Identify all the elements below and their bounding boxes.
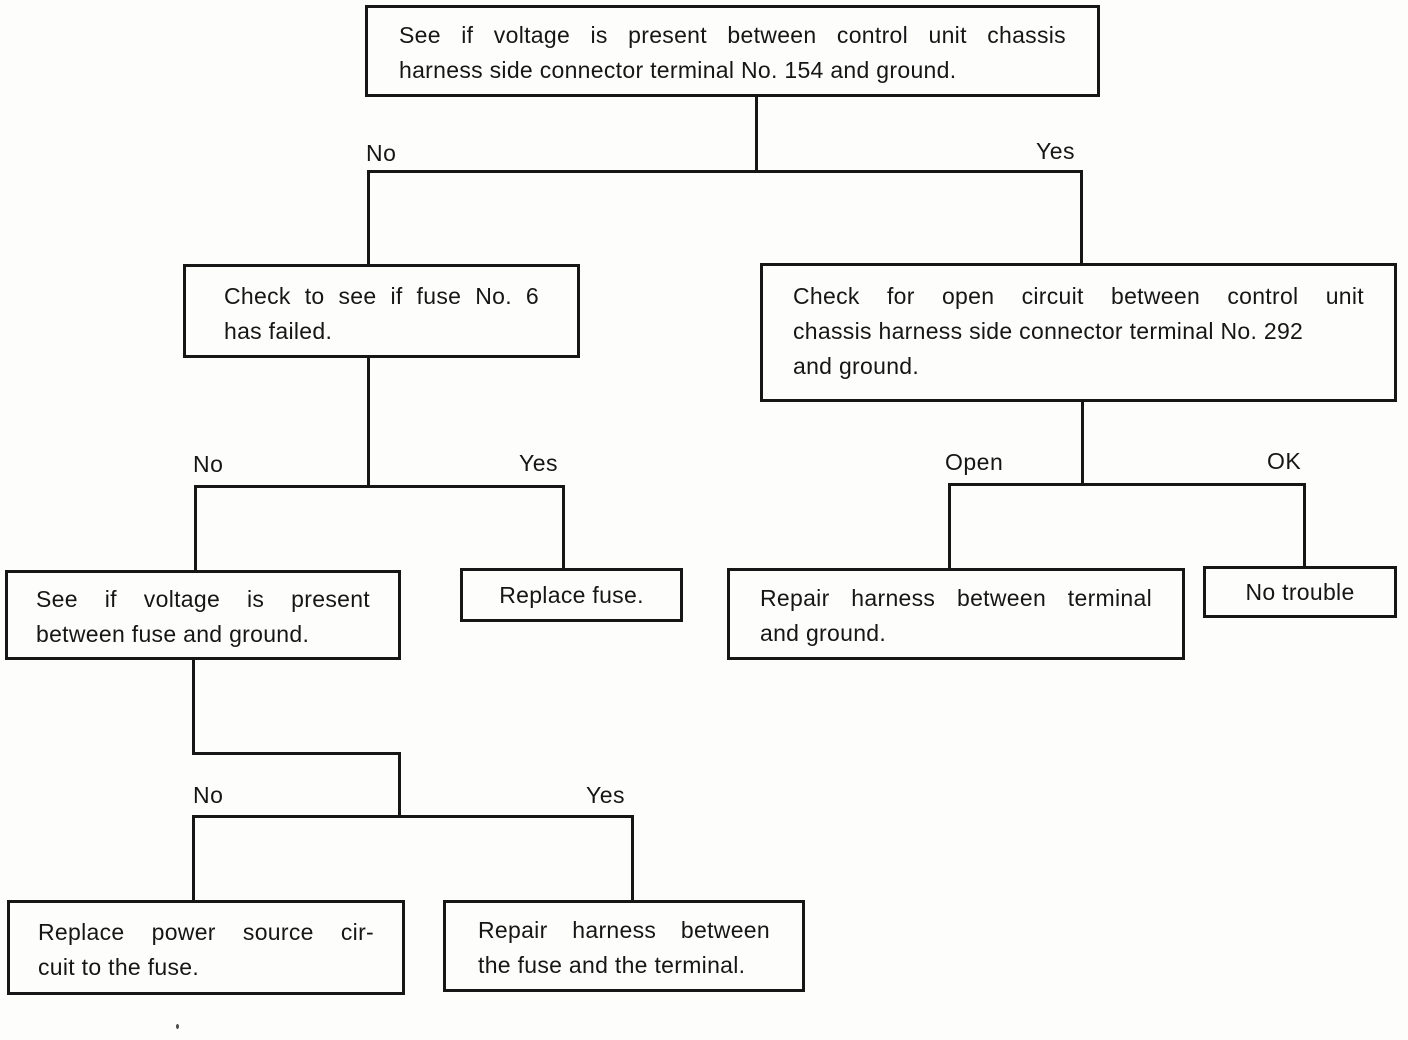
branch-label-open-circuit-ok: OK [1267,448,1302,474]
node-root-line: harness side connector terminal No. 154 … [399,57,957,83]
branch-label-voltage-fuse-yes: Yes [586,782,626,808]
connector-root-stem [755,95,758,173]
connector-root-no-drop [367,170,370,266]
node-open-circuit-line: Check for open circuit between control u… [793,283,1364,309]
node-repair-fuse-terminal-line: the fuse and the terminal. [478,952,746,978]
connector-open-circuit-branch [948,483,1306,486]
connector-voltage-fuse-yes-drop [631,815,634,902]
connector-fuse-check-stem [367,356,370,488]
connector-voltage-fuse-no-drop [192,815,195,902]
node-voltage-fuse-line: between fuse and ground. [36,621,310,647]
node-repair-fuse-terminal: Repair harness between the fuse and the … [443,900,805,992]
node-no-trouble-line: No trouble [1245,578,1355,605]
node-open-circuit: Check for open circuit between control u… [760,263,1397,402]
connector-root-branch [367,170,1083,173]
node-replace-fuse-line: Replace fuse. [499,581,644,608]
branch-label-root-no: No [366,140,397,166]
branch-label-voltage-fuse-no: No [193,782,224,808]
node-no-trouble: No trouble [1203,566,1397,618]
connector-open-circuit-ok-drop [1303,483,1306,568]
node-repair-terminal: Repair harness between terminal and grou… [727,568,1185,660]
scan-speck [176,1024,179,1029]
node-replace-power: Replace power source cir- cuit to the fu… [7,900,405,995]
connector-open-circuit-stem [1081,400,1084,486]
node-root-line: See if voltage is present between contro… [399,22,1066,48]
node-voltage-fuse: See if voltage is present between fuse a… [5,570,401,660]
node-repair-terminal-line: Repair harness between terminal [760,585,1152,611]
node-fuse-check-line: has failed. [224,318,333,344]
node-replace-power-line: Replace power source cir- [38,919,374,945]
node-replace-power-line: cuit to the fuse. [38,954,200,980]
connector-voltage-fuse-stem [192,658,195,755]
connector-fuse-check-branch [194,485,565,488]
connector-voltage-fuse-jog-drop [398,752,401,818]
connector-fuse-check-yes-drop [562,485,565,570]
connector-fuse-check-no-drop [194,485,197,572]
connector-root-yes-drop [1080,170,1083,265]
node-fuse-check: Check to see if fuse No. 6 has failed. [183,264,580,358]
node-open-circuit-line: chassis harness side connector terminal … [793,318,1304,344]
node-repair-fuse-terminal-line: Repair harness between [478,917,770,943]
connector-voltage-fuse-branch [192,815,634,818]
node-replace-fuse: Replace fuse. [460,568,683,622]
branch-label-fuse-check-no: No [193,451,224,477]
branch-label-open-circuit-open: Open [945,449,1004,475]
node-fuse-check-line: Check to see if fuse No. 6 [224,283,539,309]
branch-label-fuse-check-yes: Yes [519,450,559,476]
connector-voltage-fuse-jog [192,752,401,755]
node-root: See if voltage is present between contro… [365,5,1100,97]
node-open-circuit-line: and ground. [793,353,920,379]
branch-label-root-yes: Yes [1036,138,1076,164]
node-repair-terminal-line: and ground. [760,620,887,646]
node-voltage-fuse-line: See if voltage is present [36,586,370,612]
connector-open-circuit-open-drop [948,483,951,570]
